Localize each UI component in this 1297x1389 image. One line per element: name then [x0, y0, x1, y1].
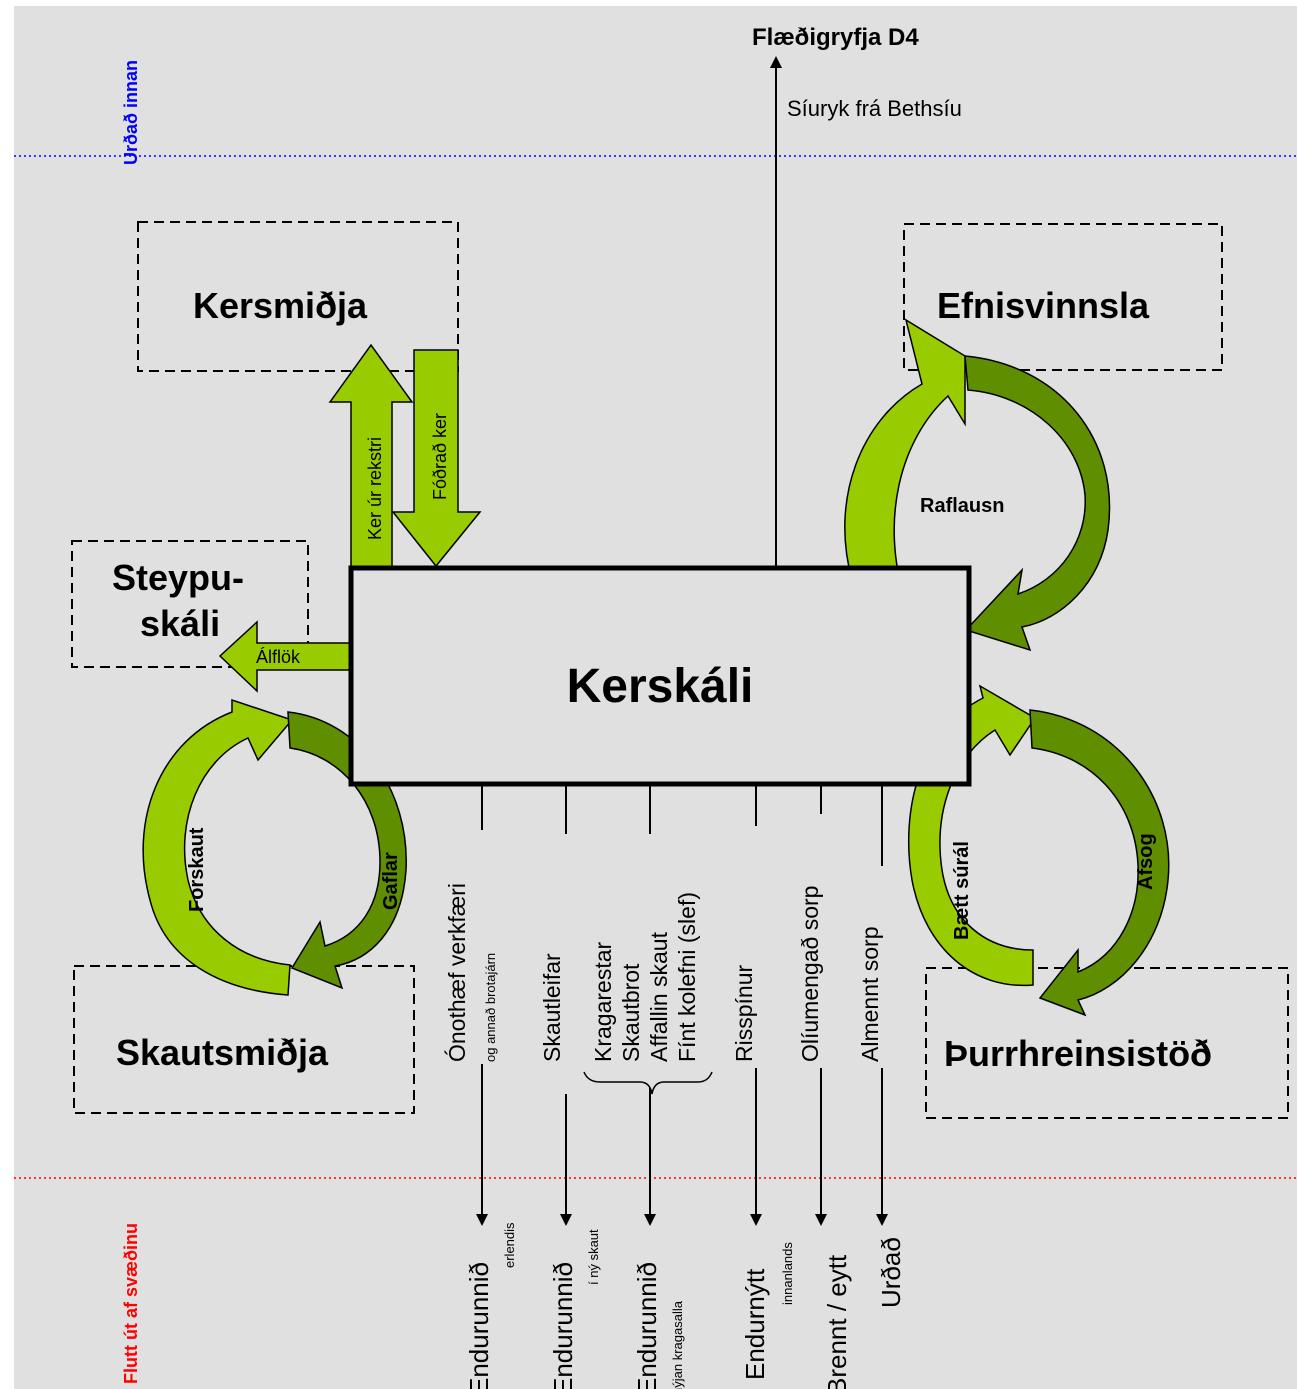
- lower-zone-label: Flutt út af svæðinu: [121, 1223, 141, 1384]
- forskaut-arc: [142, 698, 294, 996]
- thurrhreinsistod-label: Þurrhreinsistöð: [944, 1033, 1212, 1074]
- dest-3: Endurunnið: [632, 1262, 662, 1389]
- fodrad-ker-arrow: [391, 349, 482, 568]
- raflausn-arc-right: [964, 355, 1111, 652]
- dest-2-sub: í ný skaut: [586, 1229, 601, 1285]
- output-onothaef-sub: og annað brotajárn: [483, 953, 498, 1062]
- efnisvinnsla-label: Efnisvinnsla: [937, 285, 1150, 326]
- dest-6: Urðað: [876, 1237, 906, 1308]
- dest-1-sub: erlendis: [502, 1222, 517, 1268]
- ker-ur-rekstri-arrow: [328, 343, 414, 569]
- fodrad-ker-label: Fóðrað ker: [430, 413, 450, 500]
- output-risspinur: Risspínur: [731, 965, 757, 1062]
- dust-source-label: Síuryk frá Bethsíu: [787, 96, 962, 121]
- dest-1: Endurunnið: [464, 1262, 494, 1389]
- ker-ur-rekstri-label: Ker úr rekstri: [365, 437, 385, 540]
- gaflar-label: Gaflar: [380, 852, 402, 910]
- raflausn-label: Raflausn: [920, 495, 1004, 517]
- alflok-label: Álflök: [256, 647, 301, 667]
- output-almennt-sorp: Almennt sorp: [857, 926, 883, 1062]
- output-skautleifar: Skautleifar: [539, 953, 565, 1062]
- output-kragarestar: Kragarestar: [590, 941, 616, 1062]
- output-oliumengad: Olíumengað sorp: [797, 886, 823, 1062]
- dest-5: Brennt / eytt: [822, 1254, 852, 1389]
- output-affallin-skaut: Affallin skaut: [646, 931, 672, 1062]
- flaedigryfja-label: Flæðigryfja D4: [752, 24, 919, 51]
- output-brace: [583, 1071, 713, 1095]
- baett-sural-label: Bætt súrál: [951, 841, 973, 940]
- afsog-label: Afsog: [1135, 833, 1157, 890]
- upper-zone-label: Urðað innan: [121, 60, 141, 165]
- skautsmidja-label: Skautsmiðja: [116, 1032, 329, 1073]
- output-skautbrot: Skautbrot: [618, 963, 644, 1062]
- efnisvinnsla-box: [903, 223, 1223, 371]
- kerskali-label: Kerskáli: [567, 660, 754, 713]
- output-onothaef: Ónothæf verkfæri: [444, 883, 470, 1062]
- dest-3-sub: nýjan kragasalla: [670, 1300, 685, 1389]
- steypuskali-label-1: Steypu-: [112, 557, 244, 598]
- steypuskali-label-2: skáli: [140, 603, 220, 644]
- steypuskali-box: [71, 540, 309, 668]
- forskaut-label: Forskaut: [186, 827, 208, 912]
- kersmidja-label: Kersmiðja: [193, 285, 368, 326]
- dest-2: Endurunnið: [548, 1262, 578, 1389]
- alflok-arrow: [218, 620, 352, 693]
- output-fint-kolefni: Fínt kolefni (slef): [674, 892, 700, 1062]
- kersmidja-box: [137, 221, 459, 372]
- dest-4-sub: innanlands: [780, 1242, 795, 1305]
- kerskali-box: [348, 565, 972, 787]
- afsog-arc: [1029, 709, 1170, 1017]
- dest-4: Endurnýtt: [740, 1268, 770, 1380]
